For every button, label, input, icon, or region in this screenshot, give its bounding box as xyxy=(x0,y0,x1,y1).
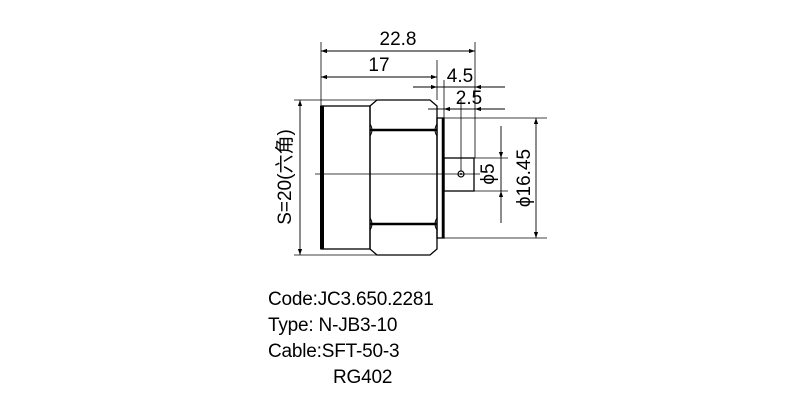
spec-cable: Cable:SFT-50-3 xyxy=(268,341,400,362)
dim-pin-diameter: ϕ5 xyxy=(478,163,499,184)
dim-pin-offset: 2.5 xyxy=(456,88,482,109)
connector-body xyxy=(320,99,475,256)
spec-code: Code:JC3.650.2281 xyxy=(268,289,434,310)
dim-hex-size: S=20(六角) xyxy=(274,129,296,225)
spec-type: Type: N-JB3-10 xyxy=(268,315,398,336)
dim-overall-length: 22.8 xyxy=(380,29,417,50)
dim-body-length: 17 xyxy=(368,55,389,76)
dimension-lines xyxy=(297,48,539,255)
extension-lines xyxy=(294,42,547,256)
dim-flange-diameter: ϕ16.45 xyxy=(514,149,535,207)
dim-tail-length: 4.5 xyxy=(447,66,473,87)
spec-cable-alt: RG402 xyxy=(333,367,393,388)
